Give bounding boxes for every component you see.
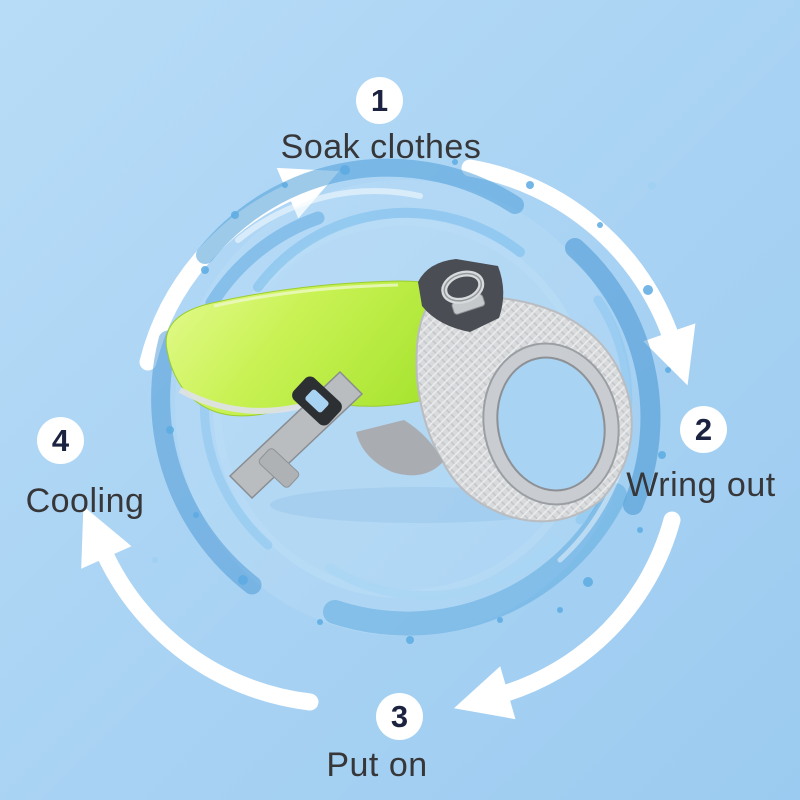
cooling-vest	[165, 259, 633, 523]
step-2-number: 2	[694, 411, 713, 447]
step-1-number: 1	[370, 82, 389, 118]
step-4-number: 4	[51, 422, 70, 458]
belly-flap	[356, 420, 443, 476]
step-4-label: Cooling	[25, 482, 145, 520]
step-1-label: Soak clothes	[280, 128, 482, 166]
step-2-circle: 2	[680, 406, 727, 453]
arrow-2-to-3	[453, 511, 681, 720]
top-trim	[213, 283, 399, 308]
buckle	[292, 376, 342, 426]
step-4-circle: 4	[37, 417, 84, 464]
strap-keeper	[258, 448, 300, 488]
arrow-1-to-2	[461, 159, 696, 386]
step-3-circle: 3	[376, 693, 423, 740]
step-1-circle: 1	[356, 77, 403, 124]
armhole	[482, 342, 620, 506]
step-3-number: 3	[390, 698, 409, 734]
step-2-label: Wring out	[626, 466, 776, 504]
step-3-label: Put on	[326, 746, 428, 784]
d-ring-icon	[441, 270, 486, 315]
arrow-3-to-4	[81, 506, 319, 711]
